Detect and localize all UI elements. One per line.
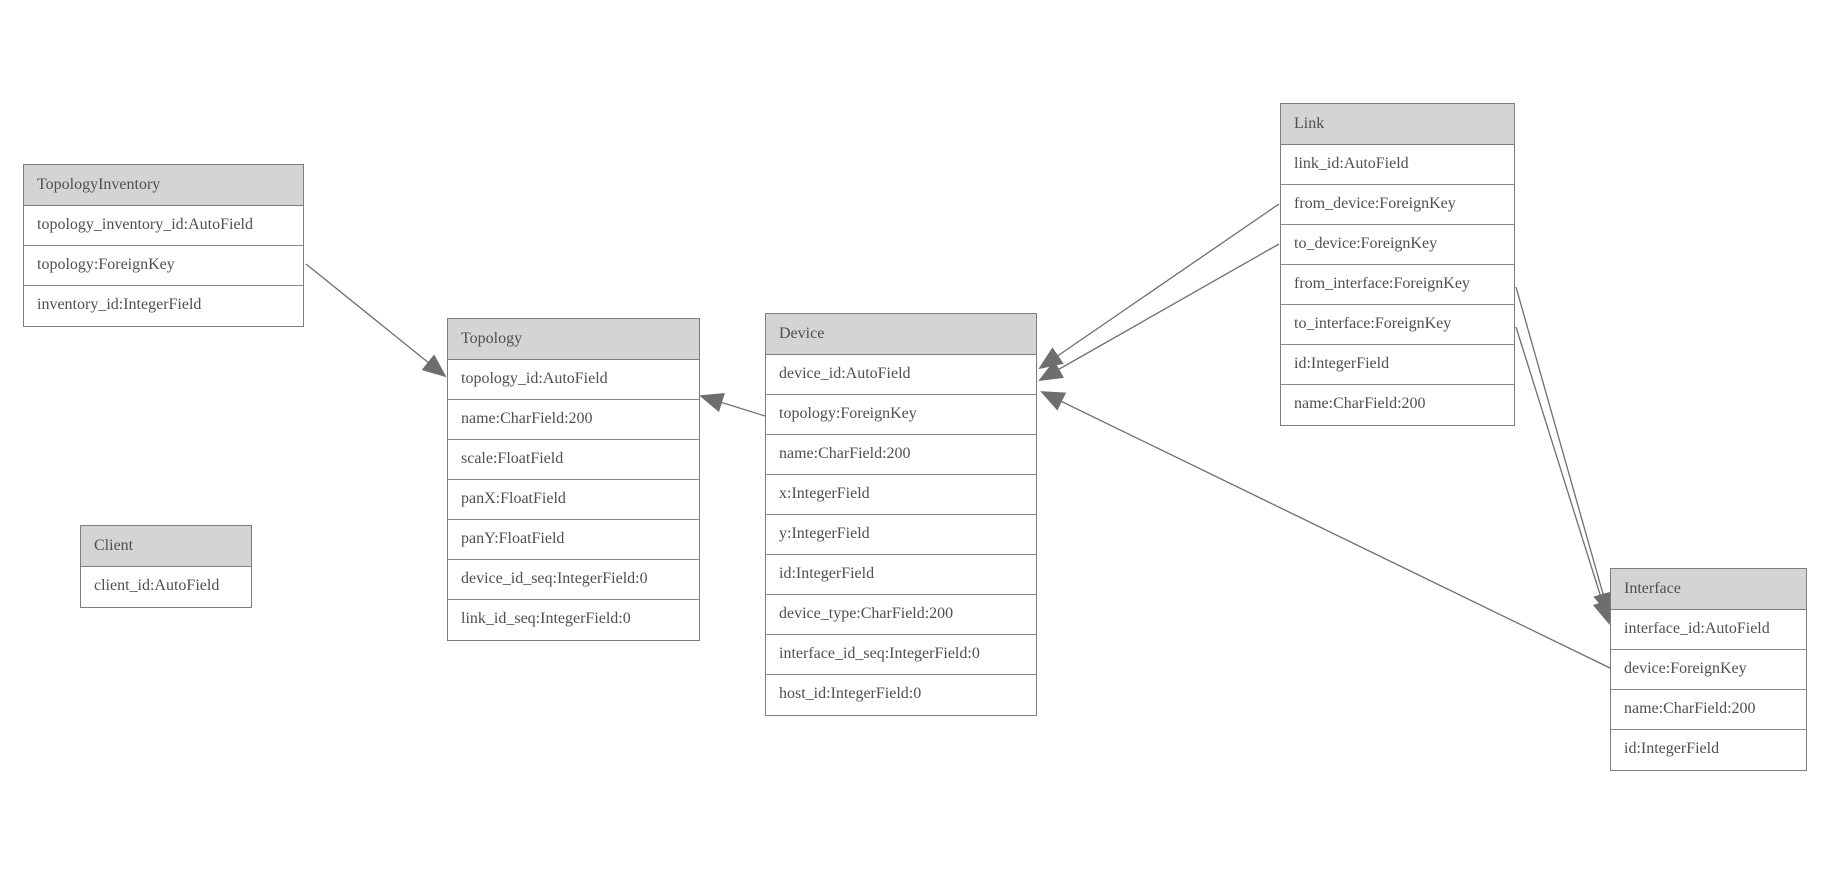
field-row-link-3: from_interface:ForeignKey [1281, 265, 1514, 305]
field-row-topology-inventory-1: topology:ForeignKey [24, 246, 303, 286]
field-row-topology-1: name:CharField:200 [448, 400, 699, 440]
entity-title-device: Device [766, 314, 1036, 355]
edge-topologyinventory-topology [305, 263, 447, 378]
field-row-link-6: name:CharField:200 [1281, 385, 1514, 425]
field-row-link-0: link_id:AutoField [1281, 145, 1514, 185]
field-row-link-1: from_device:ForeignKey [1281, 185, 1514, 225]
field-row-device-8: host_id:IntegerField:0 [766, 675, 1036, 715]
field-row-topology-3: panX:FloatField [448, 480, 699, 520]
field-row-topology-0: topology_id:AutoField [448, 360, 699, 400]
field-row-topology-inventory-2: inventory_id:IntegerField [24, 286, 303, 326]
field-row-device-3: x:IntegerField [766, 475, 1036, 515]
field-row-topology-4: panY:FloatField [448, 520, 699, 560]
field-row-link-2: to_device:ForeignKey [1281, 225, 1514, 265]
field-row-topology-2: scale:FloatField [448, 440, 699, 480]
field-row-device-0: device_id:AutoField [766, 355, 1036, 395]
edge-interface-device [1040, 391, 1611, 669]
entity-title-client: Client [81, 526, 251, 567]
field-row-device-7: interface_id_seq:IntegerField:0 [766, 635, 1036, 675]
edge-device-topology [699, 393, 766, 417]
field-row-device-5: id:IntegerField [766, 555, 1036, 595]
edge-link-to-interface [1515, 326, 1612, 625]
field-row-device-1: topology:ForeignKey [766, 395, 1036, 435]
field-row-interface-1: device:ForeignKey [1611, 650, 1806, 690]
edge-link-from-interface [1515, 286, 1613, 617]
field-row-interface-0: interface_id:AutoField [1611, 610, 1806, 650]
field-row-device-6: device_type:CharField:200 [766, 595, 1036, 635]
field-row-link-5: id:IntegerField [1281, 345, 1514, 385]
field-row-device-2: name:CharField:200 [766, 435, 1036, 475]
field-row-interface-2: name:CharField:200 [1611, 690, 1806, 730]
entity-title-topology: Topology [448, 319, 699, 360]
field-row-client-0: client_id:AutoField [81, 567, 251, 607]
edge-link-from-device [1038, 203, 1280, 370]
field-row-interface-3: id:IntegerField [1611, 730, 1806, 770]
field-row-topology-inventory-0: topology_inventory_id:AutoField [24, 206, 303, 246]
entity-title-link: Link [1281, 104, 1514, 145]
entity-title-topology-inventory: TopologyInventory [24, 165, 303, 206]
field-row-link-4: to_interface:ForeignKey [1281, 305, 1514, 345]
field-row-topology-5: device_id_seq:IntegerField:0 [448, 560, 699, 600]
field-row-device-4: y:IntegerField [766, 515, 1036, 555]
field-row-topology-6: link_id_seq:IntegerField:0 [448, 600, 699, 640]
edge-link-to-device [1038, 243, 1280, 381]
entity-title-interface: Interface [1611, 569, 1806, 610]
